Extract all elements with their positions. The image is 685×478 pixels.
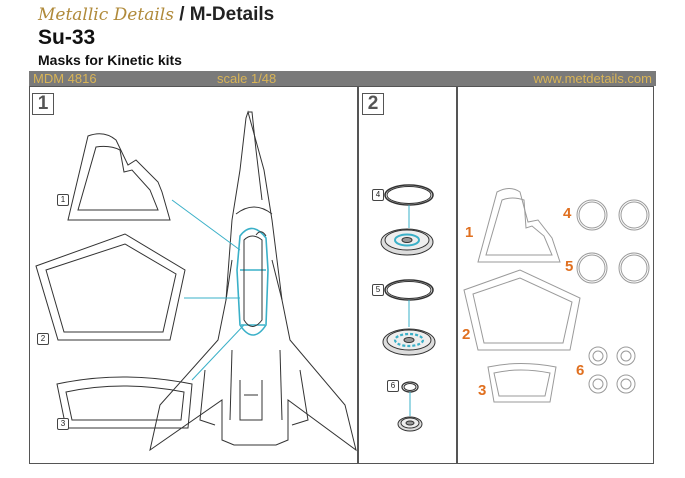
canopy-highlight — [236, 227, 269, 336]
sheet-number-3: 3 — [478, 382, 487, 399]
sheet-number-5: 5 — [565, 258, 574, 275]
sheet-number-6: 6 — [576, 362, 585, 379]
website-link[interactable]: www.metdetails.com — [533, 71, 652, 86]
callout-5: 5 — [372, 284, 384, 296]
aircraft-drawing — [149, 110, 357, 452]
callout-1: 1 — [57, 194, 69, 206]
brand-separator: / — [173, 4, 190, 25]
instruction-frame — [29, 86, 654, 464]
callout-6: 6 — [387, 380, 399, 392]
page-subtitle: Masks for Kinetic kits — [38, 52, 182, 68]
wheel-4 — [380, 184, 434, 256]
sheet-number-1: 1 — [465, 224, 474, 241]
sheet-number-2: 2 — [462, 326, 471, 343]
mask-part-1 — [67, 133, 171, 221]
product-code: MDM 4816 — [33, 71, 97, 86]
panel-divider-1 — [357, 86, 359, 464]
step-badge-1: 1 — [32, 93, 54, 115]
brand-name: M-Details — [189, 4, 275, 25]
mask-part-2 — [35, 233, 186, 341]
scale-label: scale 1/48 — [217, 71, 277, 86]
info-bar: MDM 4816 scale 1/48 www.metdetails.com — [29, 71, 656, 86]
sheet-number-4: 4 — [563, 205, 572, 222]
mask-sheet — [463, 188, 650, 403]
wheel-5 — [382, 279, 436, 356]
brand-script: Metallic Details — [38, 5, 174, 25]
mask-part-3 — [56, 376, 193, 429]
callout-3: 3 — [57, 418, 69, 430]
callout-2: 2 — [37, 333, 49, 345]
brand-logo: Metallic Details / M-Details — [38, 4, 274, 26]
panel-divider-2 — [456, 86, 458, 464]
wheel-6 — [397, 381, 423, 432]
callout-4: 4 — [372, 189, 384, 201]
step-badge-2: 2 — [362, 93, 384, 115]
leader-lines — [171, 199, 245, 381]
page-title: Su-33 — [38, 26, 96, 49]
